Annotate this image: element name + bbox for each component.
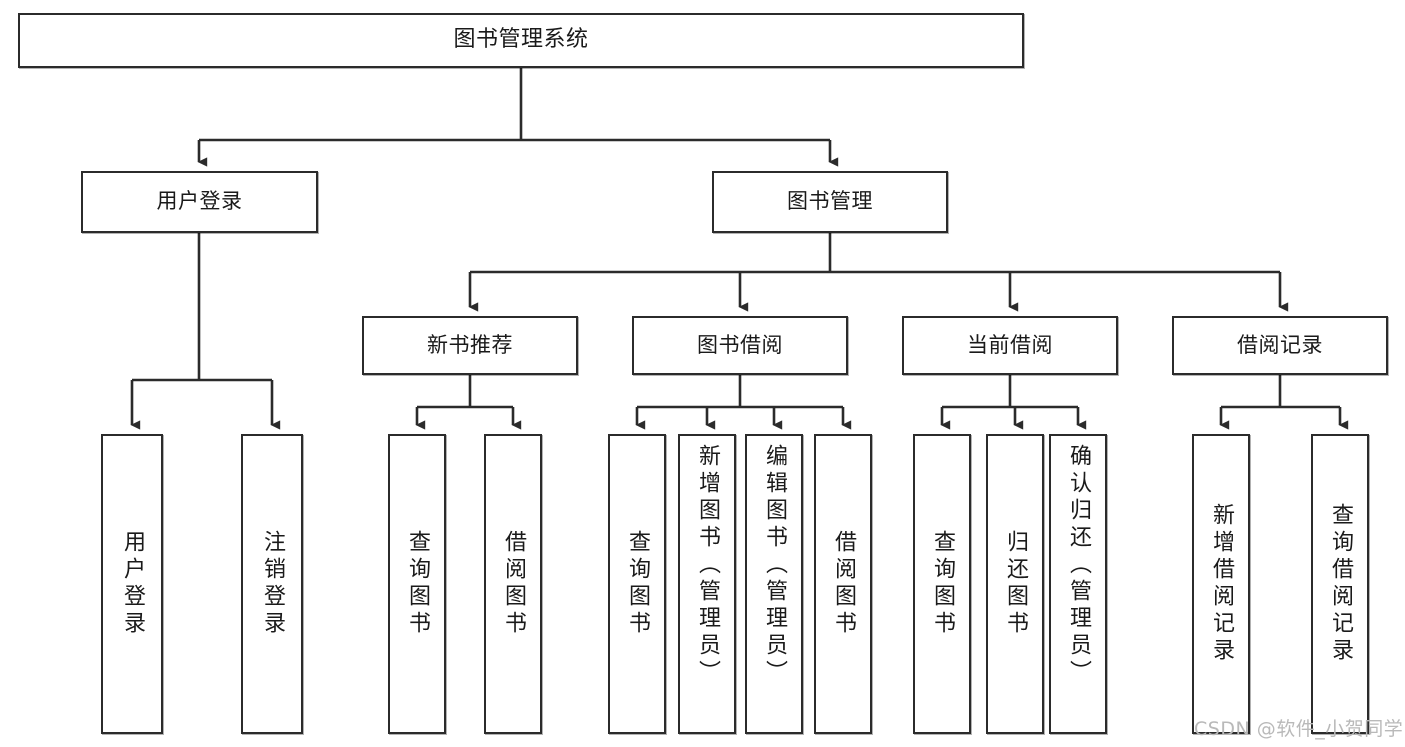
node-book-manage[interactable]: 图书管理 [712, 171, 948, 233]
node-book-borrow[interactable]: 图书借阅 [632, 316, 848, 375]
node-leaf-user-logout[interactable]: 注销登录 [241, 434, 303, 734]
node-label: 图书管理系统 [453, 27, 589, 53]
node-label: 用户登录 [156, 189, 243, 214]
node-label: 查询图书 [625, 530, 650, 638]
node-label: 确认归还（管理员） [1066, 444, 1091, 687]
node-label: 图书借阅 [697, 332, 783, 357]
node-leaf-user-login[interactable]: 用户登录 [101, 434, 163, 734]
node-leaf-current-confirm-return[interactable]: 确认归还（管理员） [1049, 434, 1107, 734]
node-leaf-borrow-edit-book[interactable]: 编辑图书（管理员） [745, 434, 803, 734]
node-label: 借阅图书 [831, 530, 856, 638]
node-label: 归还图书 [1003, 530, 1028, 638]
edge-bookborrow-to-leaves [635, 375, 852, 430]
node-leaf-borrow-query-book[interactable]: 查询图书 [608, 434, 666, 734]
csdn-watermark: CSDN @软件_小贺同学 [1194, 718, 1404, 740]
node-new-book-recommend[interactable]: 新书推荐 [362, 316, 578, 375]
node-leaf-recommend-borrow-book[interactable]: 借阅图书 [484, 434, 542, 734]
node-label: 查询图书 [930, 530, 955, 638]
node-leaf-current-return-book[interactable]: 归还图书 [986, 434, 1044, 734]
node-leaf-recommend-query-book[interactable]: 查询图书 [388, 434, 446, 734]
node-user-login[interactable]: 用户登录 [81, 171, 318, 233]
node-leaf-records-query[interactable]: 查询借阅记录 [1311, 434, 1369, 734]
node-leaf-borrow-borrow-book[interactable]: 借阅图书 [814, 434, 872, 734]
edge-root-to-level2 [197, 68, 839, 167]
node-label: 注销登录 [260, 530, 285, 638]
edge-userlogin-to-leaves [130, 233, 281, 430]
edge-newbook-to-leaves [415, 375, 522, 430]
node-label: 当前借阅 [967, 332, 1053, 357]
node-label: 用户登录 [120, 530, 145, 638]
node-label: 借阅图书 [501, 530, 526, 638]
node-current-borrow[interactable]: 当前借阅 [902, 316, 1118, 375]
node-label: 借阅记录 [1237, 332, 1323, 357]
node-leaf-borrow-add-book[interactable]: 新增图书（管理员） [678, 434, 736, 734]
node-label: 新增借阅记录 [1209, 503, 1234, 665]
node-label: 新增图书（管理员） [695, 444, 720, 687]
node-label: 查询图书 [405, 530, 430, 638]
node-label: 编辑图书（管理员） [762, 444, 787, 687]
node-label: 查询借阅记录 [1328, 503, 1353, 665]
node-label: 新书推荐 [427, 332, 513, 357]
node-root-system[interactable]: 图书管理系统 [18, 13, 1024, 68]
edge-bookmanage-to-level3 [468, 233, 1289, 312]
node-label: 图书管理 [787, 189, 873, 214]
node-leaf-current-query-book[interactable]: 查询图书 [913, 434, 971, 734]
edge-currentborrow-to-leaves [940, 375, 1087, 430]
node-borrow-records[interactable]: 借阅记录 [1172, 316, 1388, 375]
node-leaf-records-add[interactable]: 新增借阅记录 [1192, 434, 1250, 734]
edge-borrowrecords-to-leaves [1219, 375, 1349, 430]
